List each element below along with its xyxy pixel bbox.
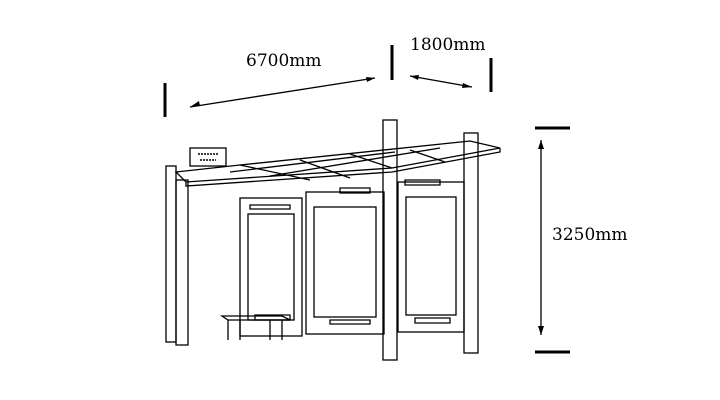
bench bbox=[219, 315, 291, 340]
post-right-back bbox=[463, 132, 479, 354]
length-label: 6700mm bbox=[246, 51, 322, 71]
post-right-front bbox=[382, 119, 398, 361]
depth-label: 1800mm bbox=[410, 35, 486, 55]
panel-center bbox=[305, 191, 385, 335]
height-dimension: 3250mm bbox=[535, 126, 628, 354]
depth-dimension: 1800mm bbox=[409, 35, 493, 92]
length-dimension: 6700mm bbox=[163, 45, 394, 117]
post-left-front bbox=[165, 165, 177, 343]
shelter bbox=[165, 119, 501, 361]
height-label: 3250mm bbox=[552, 225, 628, 245]
shelter-sign bbox=[189, 147, 227, 167]
panel-left bbox=[239, 197, 303, 337]
panel-right bbox=[397, 181, 465, 333]
